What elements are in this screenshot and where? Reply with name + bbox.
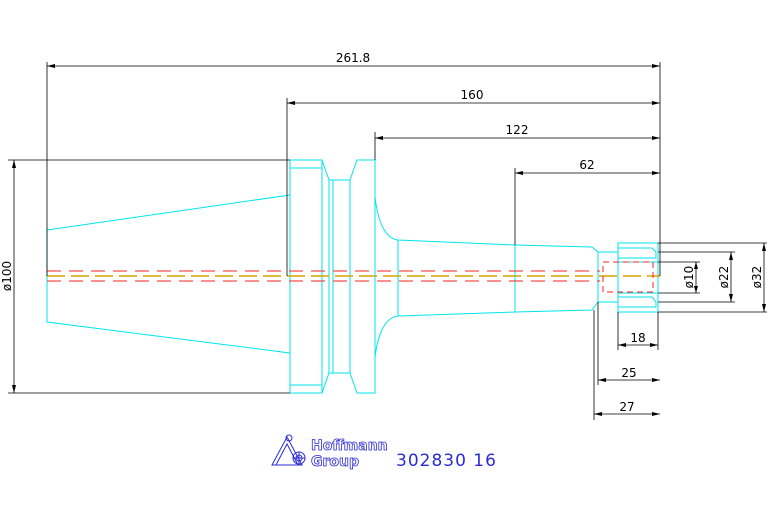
bore-hidden-line bbox=[602, 261, 654, 293]
dim-label-diameter-100: ø100 bbox=[0, 261, 14, 291]
collet-outline bbox=[598, 251, 619, 303]
collet-front bbox=[617, 242, 659, 313]
dim-label-62: 62 bbox=[579, 158, 594, 172]
dim-label-overall-length: 261.8 bbox=[336, 51, 370, 65]
logo-mark-icon bbox=[271, 434, 306, 466]
centerline bbox=[47, 261, 660, 293]
dim-label-diameter-22: ø22 bbox=[717, 266, 731, 289]
shank-outline bbox=[514, 244, 599, 313]
taper-outline bbox=[46, 194, 291, 354]
dimension-labels: 261.8 160 122 62 18 25 27 ø100 ø10 ø22 ø… bbox=[0, 51, 764, 414]
dim-label-diameter-10: ø10 bbox=[682, 266, 696, 289]
neck-outline bbox=[374, 160, 516, 393]
dim-label-160: 160 bbox=[461, 88, 484, 102]
dim-label-diameter-32: ø32 bbox=[750, 266, 764, 289]
dimension-arrows bbox=[12, 64, 766, 416]
dim-label-18: 18 bbox=[630, 331, 645, 345]
hoffmann-group-logo: Hoffmann Group bbox=[271, 434, 388, 470]
dim-label-122: 122 bbox=[506, 123, 529, 137]
dim-label-25: 25 bbox=[621, 366, 636, 380]
logo-line-1: Hoffmann bbox=[311, 438, 388, 454]
dim-label-27: 27 bbox=[619, 400, 634, 414]
dimension-lines bbox=[8, 62, 767, 420]
logo-line-2: Group bbox=[311, 454, 359, 470]
part-number: 302830 16 bbox=[396, 451, 497, 471]
